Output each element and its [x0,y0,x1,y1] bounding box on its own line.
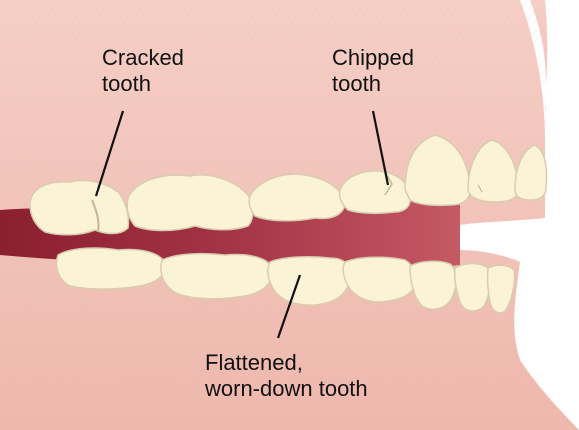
label-cracked-tooth: Cracked tooth [102,45,184,97]
label-chipped-line1: Chipped [332,45,414,71]
label-cracked-line1: Cracked [102,45,184,71]
lower-incisor-1 [455,264,490,311]
label-chipped-line2: tooth [332,71,414,97]
label-cracked-line2: tooth [102,71,184,97]
upper-molar-2 [127,175,253,231]
label-flattened-line1: Flattened, [205,350,368,376]
label-flattened-line2: worn-down tooth [205,376,368,402]
label-flattened-tooth: Flattened, worn-down tooth [205,350,368,402]
lower-molar-1 [57,248,166,289]
upper-molar-1 [30,180,128,234]
label-chipped-tooth: Chipped tooth [332,45,414,97]
upper-premolar-2 [339,171,410,213]
lower-molar-2 [161,254,272,299]
